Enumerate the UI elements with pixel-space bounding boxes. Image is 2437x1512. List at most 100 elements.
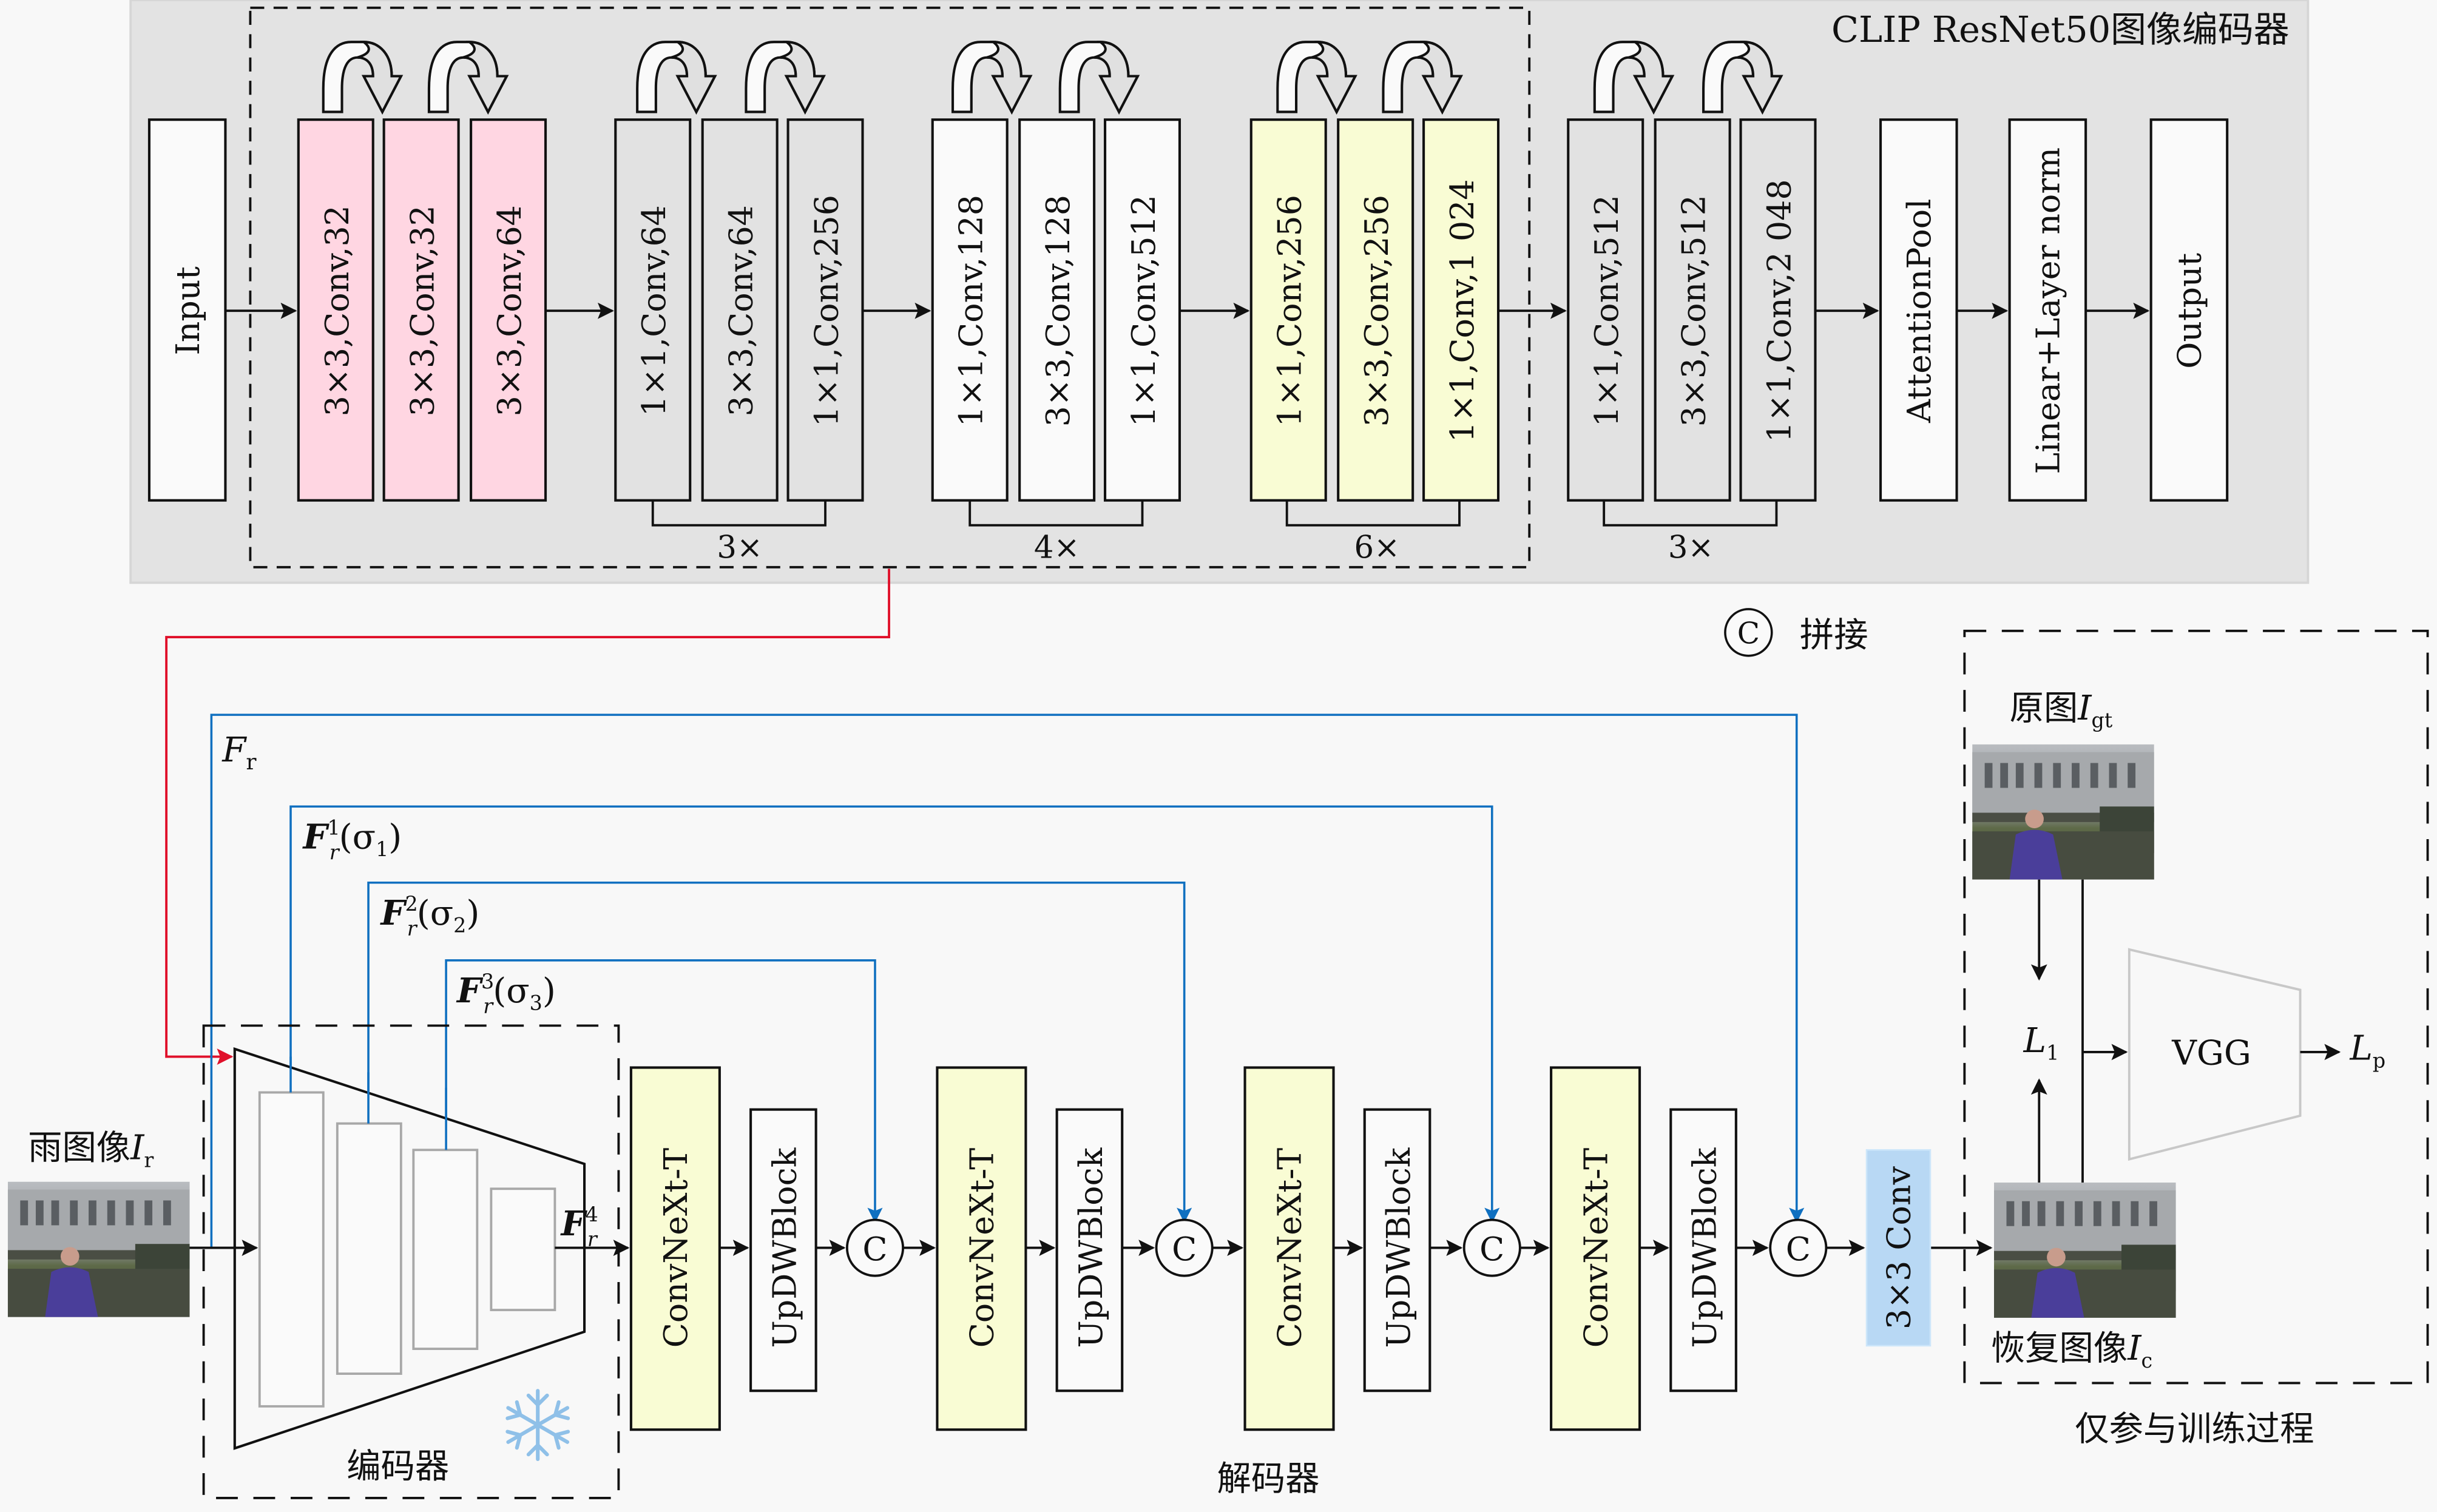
restored-image-label: 恢复图像Ic xyxy=(1991,1329,2152,1372)
decoder-stage: ConvNeXt-T UpDWBlock C xyxy=(1550,1066,1828,1431)
stem-block-label: 3×3,Conv,32 xyxy=(318,205,356,416)
updw-label: UpDWBlock xyxy=(1379,1147,1418,1348)
input-block: Input xyxy=(147,118,227,502)
feature-label-fr: Fr xyxy=(221,731,257,775)
encoder-level-2 xyxy=(336,1122,402,1375)
repeat-label: 4× xyxy=(1034,529,1080,565)
encoder-level-4 xyxy=(490,1187,556,1311)
backbone-dashed-box xyxy=(249,6,1531,569)
concat-node-label: C xyxy=(1786,1230,1811,1268)
vgg-label: VGG xyxy=(2171,1033,2251,1073)
attention-pool-label: AttentionPool xyxy=(1900,199,1938,424)
perceptual-loss-label: Lp xyxy=(2350,1029,2386,1073)
concat-node-label: C xyxy=(862,1230,887,1268)
concat-node-label: C xyxy=(1479,1230,1504,1268)
stage-block-label: 1×1,Conv,256 xyxy=(1271,195,1309,427)
concat-node-label: C xyxy=(1172,1230,1197,1268)
snowflake-icon xyxy=(504,1389,572,1459)
attention-pool-block: AttentionPool xyxy=(1879,118,1958,502)
decoder-label: 解码器 xyxy=(1217,1459,1319,1499)
concat-legend: C 拼接 xyxy=(1724,608,1868,657)
stage-block-label: 3×3,Conv,64 xyxy=(722,205,760,416)
output-label: Output xyxy=(2171,252,2209,368)
concat-label: 拼接 xyxy=(1800,615,1868,655)
convnext-label: ConvNeXt-T xyxy=(1271,1148,1309,1348)
stem-block-label: 3×3,Conv,32 xyxy=(404,205,442,416)
final-conv-label: 3×3 Conv xyxy=(1880,1166,1918,1329)
repeat-label: 3× xyxy=(1668,529,1714,565)
concat-node xyxy=(1462,1218,1521,1277)
encoder-dashed-box xyxy=(202,1024,620,1499)
updw-block xyxy=(1055,1108,1124,1392)
stage-block-label: 1×1,Conv,2 048 xyxy=(1760,179,1799,442)
stage-block-label: 1×1,Conv,1 024 xyxy=(1443,179,1481,442)
updw-block xyxy=(749,1108,817,1392)
stem-block: 3×3,Conv,32 xyxy=(382,118,460,502)
convnext-label: ConvNeXt-T xyxy=(963,1148,1001,1348)
skip-line-fr2 xyxy=(367,881,1192,1223)
clip-feature-line xyxy=(165,569,890,1065)
encoder-level-3 xyxy=(412,1149,479,1350)
skip-line-fr1 xyxy=(289,805,1500,1223)
encoder-label: 编码器 xyxy=(346,1447,449,1487)
encoder-level-1 xyxy=(258,1091,325,1408)
concat-node xyxy=(845,1218,905,1277)
concat-icon xyxy=(1724,608,1773,657)
stage-block-label: 1×1,Conv,512 xyxy=(1587,195,1626,427)
stem-block: 3×3,Conv,64 xyxy=(470,118,547,502)
updw-block xyxy=(1363,1108,1431,1392)
stage-block-label: 1×1,Conv,128 xyxy=(952,195,990,427)
clip-encoder-title: CLIP ResNet50图像编码器 xyxy=(1831,8,2290,50)
stage-block-label: 3×3,Conv,512 xyxy=(1675,195,1713,427)
stem-block: 3×3,Conv,32 xyxy=(297,118,374,502)
concat-symbol: C xyxy=(1737,616,1760,650)
linear-layernorm-block: Linear+Layer norm xyxy=(2008,118,2087,502)
rain-image xyxy=(7,1181,190,1317)
convnext-block xyxy=(936,1066,1027,1431)
concat-node xyxy=(1769,1218,1828,1277)
input-label: Input xyxy=(169,266,207,356)
training-only-box xyxy=(1963,629,2429,1385)
l1-loss-label: L1 xyxy=(2023,1021,2060,1065)
convnext-block xyxy=(629,1066,721,1431)
decoder-stage: ConvNeXt-T UpDWBlock C xyxy=(936,1066,1214,1431)
stage-block-label: 1×1,Conv,512 xyxy=(1124,195,1163,427)
gt-image xyxy=(1972,744,2154,880)
restored-image xyxy=(1994,1183,2176,1318)
stage-block-label: 3×3,Conv,256 xyxy=(1357,195,1396,427)
stem-block-label: 3×3,Conv,64 xyxy=(490,205,529,416)
linear-layernorm-label: Linear+Layer norm xyxy=(2029,147,2067,474)
skip-line-fr xyxy=(210,714,1805,1248)
decoder-stage: ConvNeXt-T UpDWBlock C xyxy=(629,1066,905,1431)
resnet-stage-3: 1×1,Conv,256 3×3,Conv,256 1×1,Conv,1 024… xyxy=(1249,42,1500,565)
rain-image-label: 雨图像Ir xyxy=(28,1129,154,1172)
stage-block-label: 1×1,Conv,256 xyxy=(808,195,846,427)
updw-block xyxy=(1669,1108,1737,1392)
resnet-stage-2: 1×1,Conv,128 3×3,Conv,128 1×1,Conv,512 4… xyxy=(931,42,1181,565)
convnext-block xyxy=(1243,1066,1335,1431)
updw-label: UpDWBlock xyxy=(1072,1147,1110,1348)
repeat-label: 3× xyxy=(717,529,763,565)
convnext-label: ConvNeXt-T xyxy=(1577,1148,1615,1348)
concat-node xyxy=(1155,1218,1214,1277)
stage-block-label: 3×3,Conv,128 xyxy=(1039,195,1077,427)
resnet-stage-1: 1×1,Conv,64 3×3,Conv,64 1×1,Conv,256 3× xyxy=(614,42,864,565)
decoder-stage: ConvNeXt-T UpDWBlock C xyxy=(1243,1066,1521,1431)
output-block: Output xyxy=(2149,118,2229,502)
updw-label: UpDWBlock xyxy=(765,1147,803,1348)
vgg-block: VGG xyxy=(2128,948,2302,1161)
stage-block-label: 1×1,Conv,64 xyxy=(635,205,673,416)
training-only-label: 仅参与训练过程 xyxy=(2075,1409,2314,1449)
final-conv-block: 3×3 Conv xyxy=(1865,1149,1932,1347)
stem-blocks: 3×3,Conv,32 3×3,Conv,32 3×3,Conv,64 xyxy=(297,42,547,502)
skip-line-fr3 xyxy=(445,959,883,1223)
repeat-label: 6× xyxy=(1354,529,1400,565)
resnet-stage-4: 1×1,Conv,512 3×3,Conv,512 1×1,Conv,2 048… xyxy=(1567,42,1817,565)
convnext-label: ConvNeXt-T xyxy=(657,1148,695,1348)
gt-image-label: 原图Igt xyxy=(2010,689,2113,732)
